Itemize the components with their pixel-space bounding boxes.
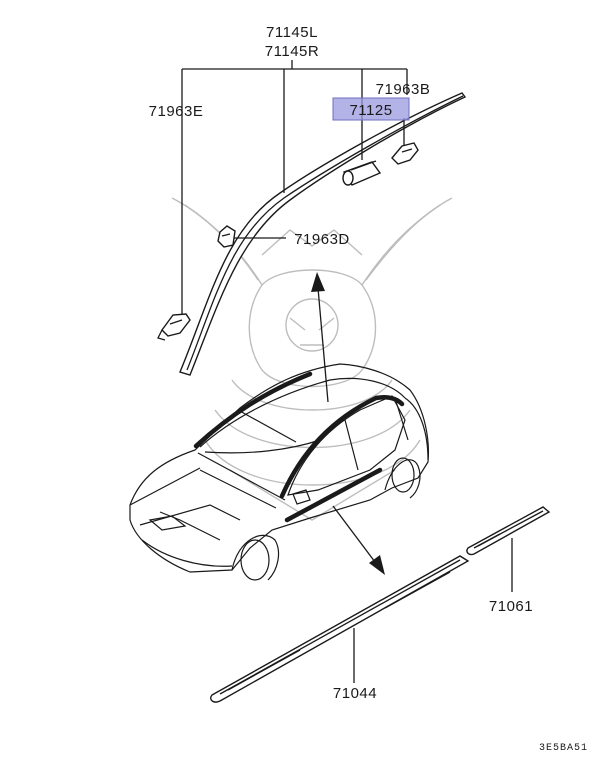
label-71963B: 71963B (376, 81, 431, 98)
clip-71963B (391, 142, 419, 165)
roof-molding-71145 (179, 92, 467, 376)
label-71963D: 71963D (294, 231, 350, 248)
label-71145L: 71145L (266, 24, 318, 41)
highlight-71125 (332, 97, 410, 121)
label-71044: 71044 (333, 685, 377, 702)
label-71125: 71125 (349, 102, 392, 119)
arrow-down (332, 505, 385, 575)
diagram-code: 3E5BA51 (539, 743, 588, 754)
label-71061: 71061 (489, 598, 533, 615)
label-71963E: 71963E (149, 103, 204, 120)
part-71125 (342, 160, 382, 186)
leader-lines (181, 60, 513, 683)
arrow-up (311, 272, 329, 403)
clip-71963E (161, 313, 191, 337)
car-illustration (129, 363, 430, 581)
label-71145R: 71145R (265, 43, 319, 60)
clip-71963D (217, 225, 236, 248)
